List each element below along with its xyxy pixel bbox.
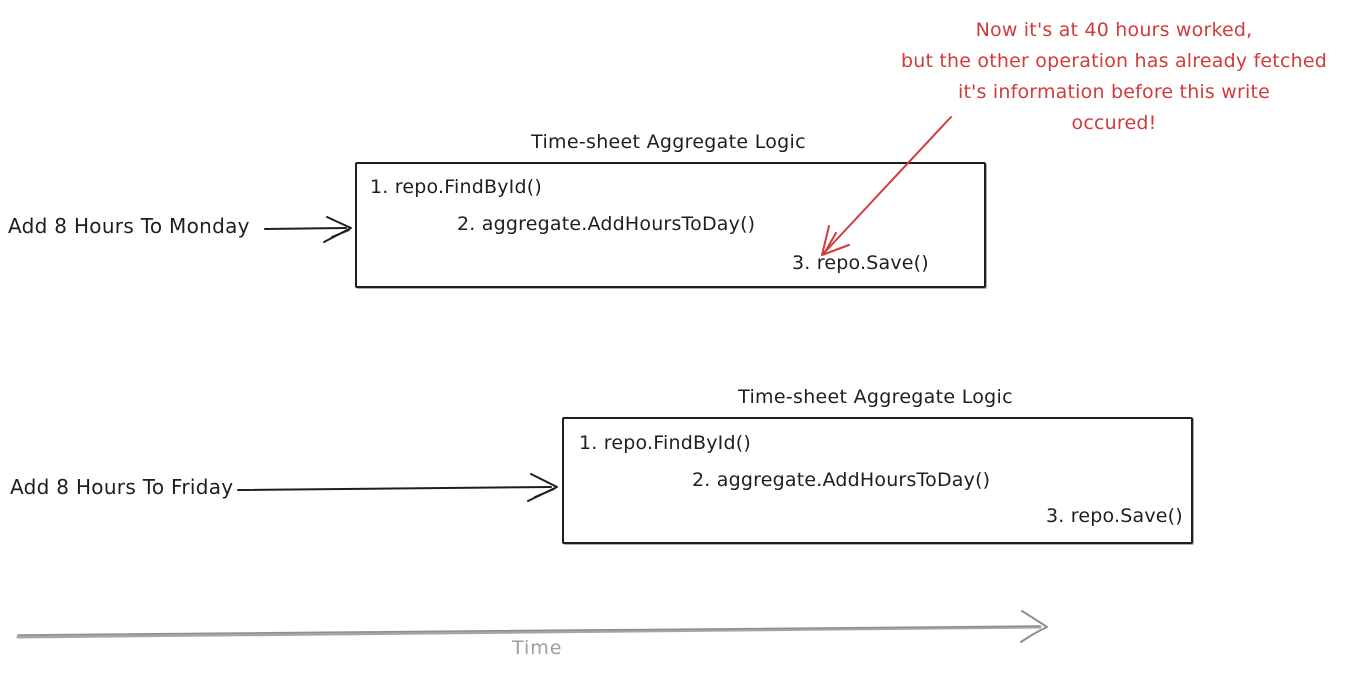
box-2-step-3: 3. repo.Save() (1046, 505, 1183, 527)
aggregate-box-2-title: Time-sheet Aggregate Logic (738, 386, 1013, 408)
aggregate-box-2: 1. repo.FindById() 2. aggregate.AddHours… (562, 417, 1193, 544)
operation-label-monday: Add 8 Hours To Monday (8, 214, 250, 238)
monday-arrow-icon (264, 216, 352, 243)
operation-label-friday: Add 8 Hours To Friday (10, 475, 234, 499)
box-2-step-1: 1. repo.FindById() (579, 432, 751, 454)
annotation-line: it's information before this write (957, 81, 1271, 103)
annotation-line: Now it's at 40 hours worked, (975, 19, 1253, 41)
friday-arrow-icon (237, 473, 558, 502)
box-2-step-2: 2. aggregate.AddHoursToDay() (692, 469, 991, 491)
box-1-step-3: 3. repo.Save() (792, 252, 929, 274)
annotation-line: occured! (1071, 112, 1157, 134)
annotation-line: but the other operation has already fetc… (900, 50, 1327, 72)
box-1-step-1: 1. repo.FindById() (370, 176, 542, 198)
box-1-step-2: 2. aggregate.AddHoursToDay() (457, 213, 756, 235)
aggregate-box-1: 1. repo.FindById() 2. aggregate.AddHours… (355, 162, 986, 288)
annotation-text-block: Now it's at 40 hours worked, but the oth… (878, 15, 1350, 139)
timeline-label: Time (512, 637, 563, 659)
aggregate-box-1-title: Time-sheet Aggregate Logic (531, 131, 806, 153)
